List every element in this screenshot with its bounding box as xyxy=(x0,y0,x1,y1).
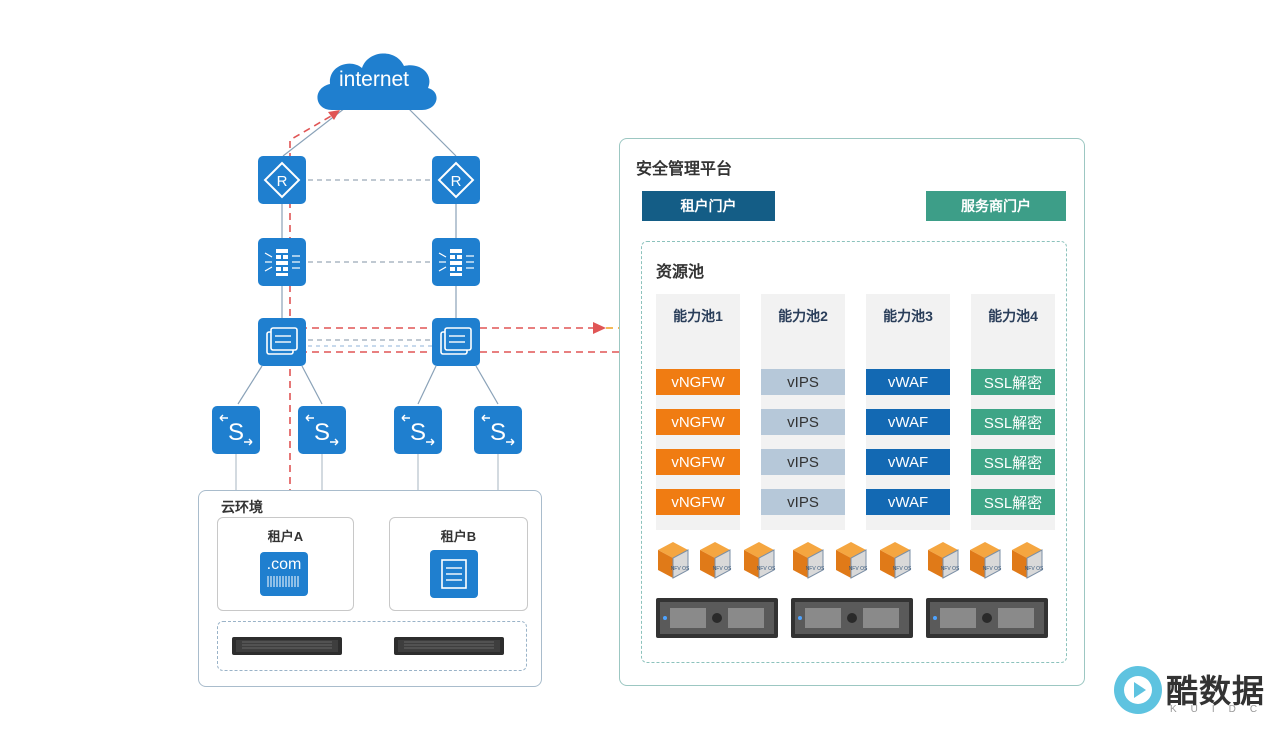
cube-label: NFV OS xyxy=(849,566,868,572)
nfv-os-cube-icon: NFV OS xyxy=(1012,542,1044,579)
router-right[interactable]: R xyxy=(432,156,480,204)
vwaf-instance[interactable]: vWAF xyxy=(866,409,950,435)
vips-instance[interactable]: vIPS xyxy=(761,489,845,515)
tenant-a-label: 租户A xyxy=(267,529,304,544)
access-switch-4[interactable]: S xyxy=(474,406,522,454)
nfv-os-cube-icon: NFV OS xyxy=(744,542,776,579)
vips-instance[interactable]: vIPS xyxy=(761,409,845,435)
cube-label: NFV OS xyxy=(671,566,690,572)
vwaf-instance[interactable]: vWAF xyxy=(866,449,950,475)
router-left[interactable]: R xyxy=(258,156,306,204)
server-icon xyxy=(791,598,913,638)
tenant-b-label: 租户B xyxy=(440,529,477,544)
vngfw-instance[interactable]: vNGFW xyxy=(656,489,740,515)
pool-label: 能力池3 xyxy=(883,308,933,324)
access-switch-icon: S xyxy=(219,414,253,446)
nfv-os-cube-icon: NFV OS xyxy=(700,542,732,579)
firewall-right[interactable] xyxy=(432,238,480,286)
ssl-decrypt-instance[interactable]: SSL解密 xyxy=(971,409,1055,435)
ssl-decrypt-instance[interactable]: SSL解密 xyxy=(971,449,1055,475)
pool-label: 能力池4 xyxy=(988,308,1038,324)
nfv-os-cube-icon: NFV OS xyxy=(793,542,825,579)
capability-pool-3: 能力池3 vWAF vWAF vWAF vWAF xyxy=(866,294,950,530)
svg-text:S: S xyxy=(314,419,330,446)
pool-label: 能力池2 xyxy=(778,308,828,324)
access-switch-icon: S xyxy=(305,414,339,446)
nfv-os-cube-icon: NFV OS xyxy=(928,542,960,579)
capability-pool-1: 能力池1 vNGFW vNGFW vNGFW vNGFW xyxy=(656,294,740,530)
capability-pool-2: 能力池2 vIPS vIPS vIPS vIPS xyxy=(761,294,845,530)
server-icon xyxy=(926,598,1048,638)
cloud-env-title: 云环境 xyxy=(221,499,263,515)
vwaf-instance[interactable]: vWAF xyxy=(866,369,950,395)
internet-label: internet xyxy=(338,68,410,91)
cube-label: NFV OS xyxy=(757,566,776,572)
router-icon: R xyxy=(437,161,475,199)
security-platform-panel: 安全管理平台 租户门户 服务商门户 资源池 能力池1 vNGFW vNGFW v… xyxy=(619,138,1085,686)
vngfw-instance[interactable]: vNGFW xyxy=(656,409,740,435)
access-switch-2[interactable]: S xyxy=(298,406,346,454)
firewall-left[interactable] xyxy=(258,238,306,286)
internet-cloud-icon xyxy=(317,53,437,110)
cube-label: NFV OS xyxy=(941,566,960,572)
nfv-os-cube-icon: NFV OS xyxy=(970,542,1002,579)
vips-instance[interactable]: vIPS xyxy=(761,449,845,475)
svg-text:R: R xyxy=(451,173,462,190)
svg-text:R: R xyxy=(277,173,288,190)
document-icon xyxy=(430,550,478,598)
server-rack-area xyxy=(217,621,527,671)
nfv-os-cube-row: NFV OS NFV OS NFV OS NFV OS NFV OS NFV OS NFV … xyxy=(656,540,1056,584)
access-switch-icon: S xyxy=(481,414,515,446)
platform-title: 安全管理平台 xyxy=(636,161,733,178)
provider-portal-button[interactable]: 服务商门户 xyxy=(926,191,1066,221)
cube-label: NFV OS xyxy=(893,566,912,572)
cube-label: NFV OS xyxy=(806,566,825,572)
cloud-env-panel: 云环境 租户A .com 租户B xyxy=(198,490,542,687)
ssl-decrypt-instance[interactable]: SSL解密 xyxy=(971,369,1055,395)
website-icon: .com xyxy=(260,552,308,596)
cube-label: NFV OS xyxy=(1025,566,1044,572)
tenant-b-box[interactable]: 租户B xyxy=(389,517,528,611)
firewall-icon xyxy=(438,249,474,276)
nfv-os-cube-icon: NFV OS xyxy=(880,542,912,579)
access-switch-icon: S xyxy=(401,414,435,446)
server-icon xyxy=(232,637,342,655)
barcode-icon xyxy=(267,576,299,587)
cube-label: NFV OS xyxy=(713,566,732,572)
core-switch-icon xyxy=(440,327,472,355)
core-switch-left[interactable] xyxy=(258,318,306,366)
svg-text:S: S xyxy=(490,419,506,446)
tenant-portal-button[interactable]: 租户门户 xyxy=(642,191,775,221)
nfv-os-cube-icon: NFV OS xyxy=(836,542,868,579)
resource-pool-title: 资源池 xyxy=(656,264,705,281)
watermark-logo-icon xyxy=(1114,666,1162,714)
router-icon: R xyxy=(263,161,301,199)
tenant-a-icon-text: .com xyxy=(266,556,302,573)
core-switch-icon xyxy=(266,327,298,355)
vngfw-instance[interactable]: vNGFW xyxy=(656,449,740,475)
watermark-sub: KUIDC xyxy=(1170,704,1272,715)
tenant-a-box[interactable]: 租户A .com xyxy=(217,517,354,611)
core-switch-right[interactable] xyxy=(432,318,480,366)
vwaf-instance[interactable]: vWAF xyxy=(866,489,950,515)
cube-label: NFV OS xyxy=(983,566,1002,572)
vngfw-instance[interactable]: vNGFW xyxy=(656,369,740,395)
access-switch-3[interactable]: S xyxy=(394,406,442,454)
firewall-icon xyxy=(264,249,300,276)
ssl-decrypt-instance[interactable]: SSL解密 xyxy=(971,489,1055,515)
pool-label: 能力池1 xyxy=(673,308,723,324)
server-icon xyxy=(656,598,778,638)
nfv-os-cube-icon: NFV OS xyxy=(658,542,690,579)
resource-pool-panel: 资源池 能力池1 vNGFW vNGFW vNGFW vNGFW 能力池2 vI… xyxy=(641,241,1067,663)
watermark-text: 酷数据 xyxy=(1166,673,1266,709)
vips-instance[interactable]: vIPS xyxy=(761,369,845,395)
svg-text:S: S xyxy=(410,419,426,446)
server-icon xyxy=(394,637,504,655)
svg-text:S: S xyxy=(228,419,244,446)
capability-pool-4: 能力池4 SSL解密 SSL解密 SSL解密 SSL解密 xyxy=(971,294,1055,530)
access-switch-1[interactable]: S xyxy=(212,406,260,454)
